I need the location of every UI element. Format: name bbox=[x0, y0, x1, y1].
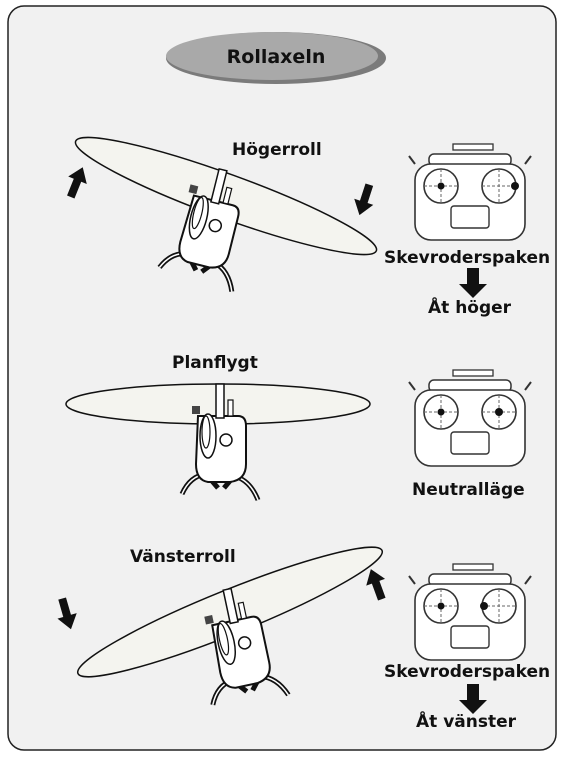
direction-label-left: Åt vänster bbox=[416, 714, 516, 731]
diagram-title: Rollaxeln bbox=[166, 46, 386, 68]
state-label-right-roll: Högerroll bbox=[232, 142, 322, 159]
stick-label-right: Skevroderspaken bbox=[384, 250, 550, 267]
stick-neutral-position bbox=[495, 408, 503, 416]
state-label-level: Planflygt bbox=[172, 355, 258, 372]
direction-label-right: Åt höger bbox=[428, 300, 511, 317]
stick-right-position bbox=[511, 182, 519, 190]
stick-left-position bbox=[480, 602, 488, 610]
state-label-left-roll: Vänsterroll bbox=[130, 549, 236, 566]
stick-label-neutral: Neutralläge bbox=[412, 482, 525, 499]
stick-label-left: Skevroderspaken bbox=[384, 664, 550, 681]
